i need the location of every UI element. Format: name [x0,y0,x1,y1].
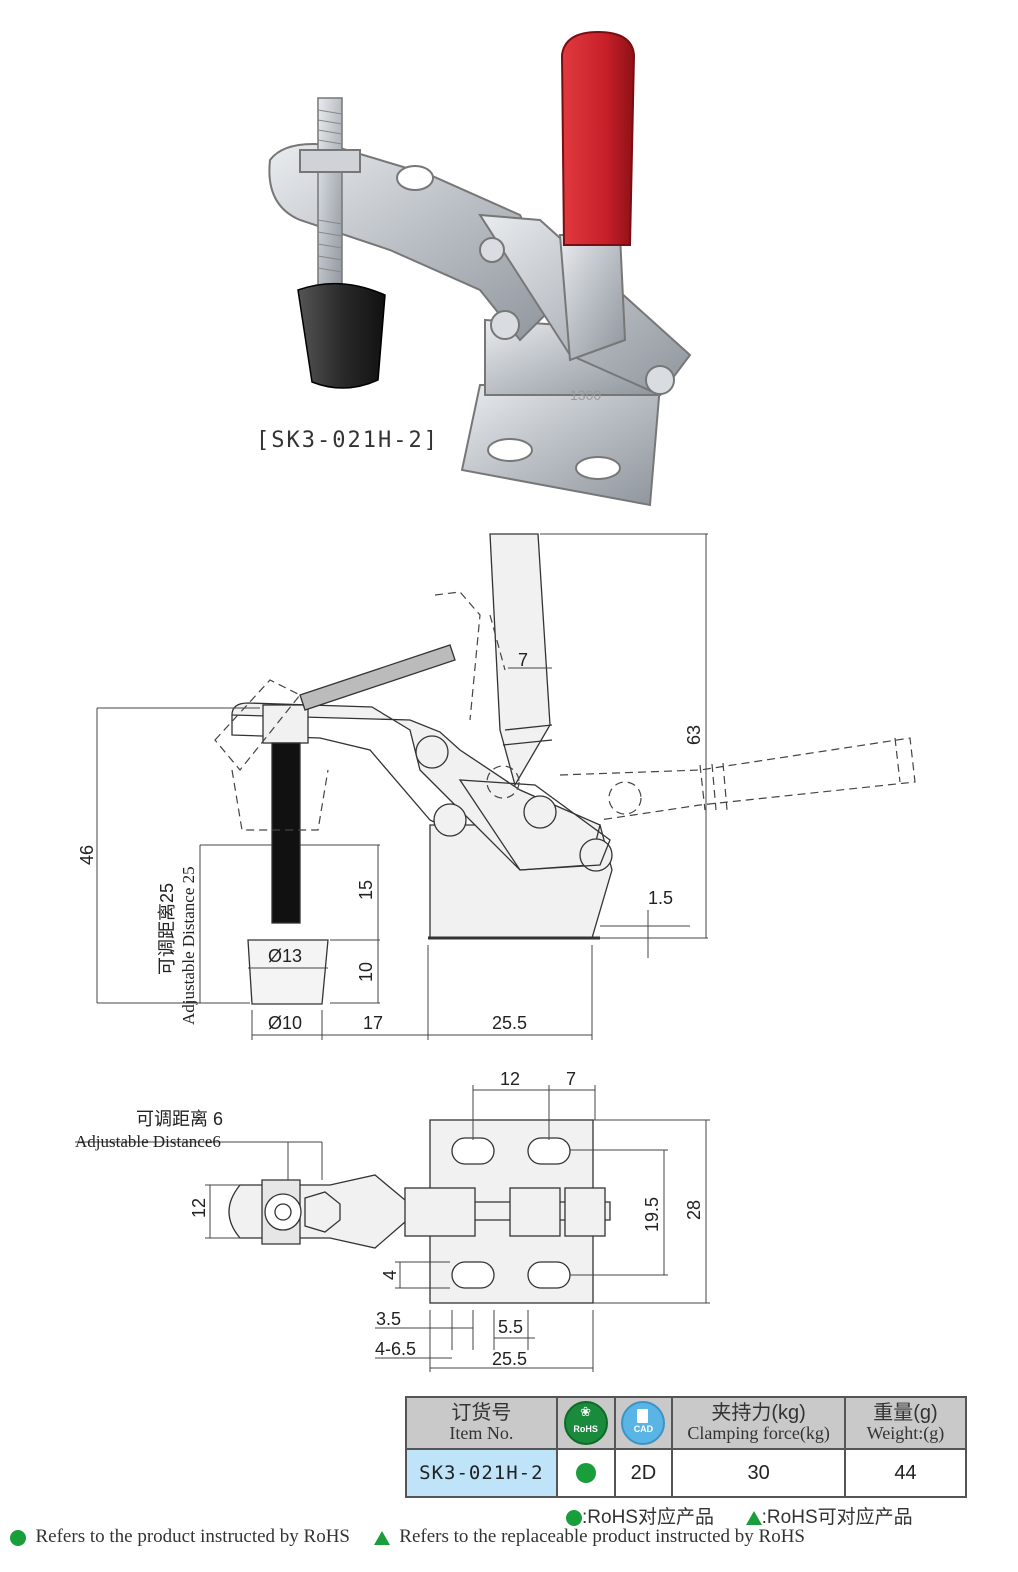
dim-63: 63 [684,725,704,745]
force-header-cn: 夹持力(kg) [711,1402,806,1424]
rohs-dot-icon [575,1463,596,1484]
top-adjustable-cn: 可调距离 6 [136,1109,223,1129]
cad-badge-label: CAD [633,1424,654,1434]
technical-drawing: 63 7 46 可调距离25 Adjustable Distance 25 15… [75,533,916,1372]
rohs-header: ❀ RoHS [555,1396,616,1450]
item-header-en: Item No. [449,1423,514,1443]
top-view-drawing [228,1119,611,1304]
force-header: 夹持力(kg) Clamping force(kg) [671,1396,846,1450]
legend-cn: :RoHS对应产品 :RoHS可对应产品 [566,1502,913,1529]
weight-header-en: Weight:(g) [866,1423,945,1443]
force-cell: 30 [671,1448,846,1498]
force-header-en: Clamping force(kg) [687,1423,830,1443]
adjustable-distance-en: Adjustable Distance 25 [179,866,198,1025]
dim-10: 10 [356,962,376,982]
dim-15: 15 [356,880,376,900]
rohs-dot-icon [10,1529,26,1546]
product-photo: 1300 [SK3-021H-2] [0,0,1018,520]
legend-en: Refers to the product instructed by RoHS… [10,1526,805,1548]
toggle-clamp-photo: 1300 [268,30,692,507]
product-caption: [SK3-021H-2] [256,428,439,453]
legend-rohs-en: Refers to the product instructed by RoHS [35,1526,351,1547]
dim-4-6-5: 4-6.5 [375,1339,416,1359]
dim-dia13: Ø13 [268,946,302,966]
adjustable-distance-cn: 可调距离25 [157,883,177,975]
dim-25-5-side: 25.5 [492,1013,527,1033]
side-view-drawing [231,533,613,1005]
dim-1-5: 1.5 [648,888,673,908]
weight-header: 重量(g) Weight:(g) [843,1396,968,1450]
file-icon [637,1409,649,1423]
item-cell: SK3-021H-2 [405,1448,558,1498]
cad-cell: 2D [613,1448,674,1498]
rohs-icon: ❀ RoHS [563,1401,608,1445]
dim-5-5: 5.5 [498,1317,523,1337]
rohs-dot-icon [566,1509,582,1526]
dim-12-left: 12 [189,1198,209,1218]
legend-replaceable-cn: :RoHS可对应产品 [761,1507,913,1528]
dim-28: 28 [684,1200,704,1220]
dim-7: 7 [518,650,528,670]
dim-17: 17 [363,1013,383,1033]
svg-text:1300: 1300 [570,387,601,403]
spec-table: 订货号 Item No. ❀ RoHS CAD 夹持力(kg) Clamping… [405,1396,968,1498]
table-header-row: 订货号 Item No. ❀ RoHS CAD 夹持力(kg) Clamping… [405,1396,968,1450]
table-row: SK3-021H-2 2D 30 44 [405,1448,968,1498]
dim-4: 4 [380,1270,400,1280]
cad-icon: CAD [621,1401,666,1445]
weight-cell: 44 [843,1448,968,1498]
replaceable-triangle-icon [745,1510,762,1525]
replaceable-triangle-icon [373,1530,390,1545]
weight-header-cn: 重量(g) [873,1402,938,1424]
dim-25-5-top: 25.5 [492,1349,527,1369]
dim-19-5: 19.5 [642,1197,662,1232]
rohs-badge-label: RoHS [573,1424,598,1434]
rohs-cell [555,1448,616,1498]
legend-replaceable-en: Refers to the replaceable product instru… [399,1526,806,1547]
dim-12-top: 12 [500,1069,520,1089]
item-header: 订货号 Item No. [405,1396,558,1450]
dim-dia10: Ø10 [268,1013,302,1033]
item-header-cn: 订货号 [451,1402,512,1424]
legend-rohs-cn: :RoHS对应产品 [582,1507,714,1528]
dim-3-5: 3.5 [376,1309,401,1329]
leaf-icon: ❀ [580,1404,592,1419]
dim-46: 46 [77,845,97,865]
dim-7-top: 7 [566,1069,576,1089]
cad-header: CAD [613,1396,674,1450]
top-adjustable-en: Adjustable Distance6 [75,1132,221,1151]
